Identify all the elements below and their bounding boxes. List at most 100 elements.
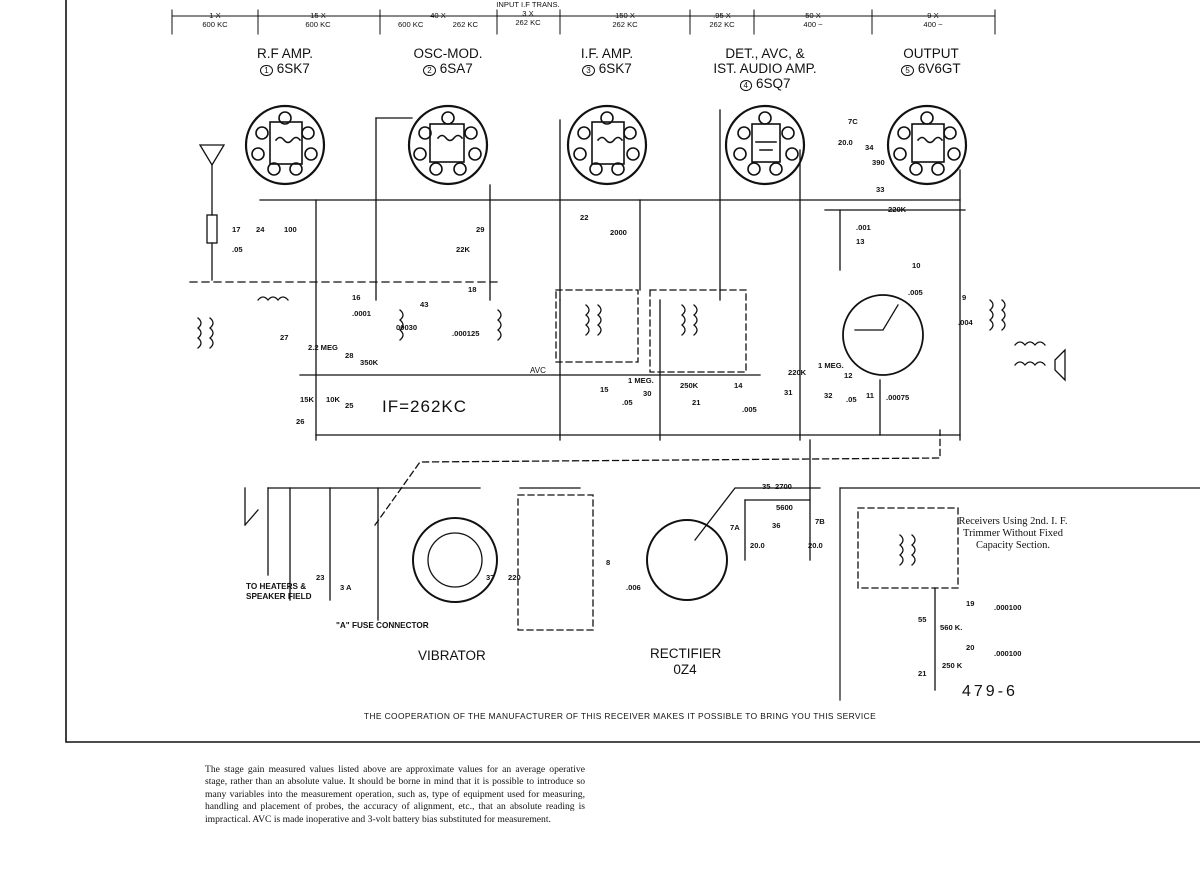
svg-text:560 K.: 560 K.	[940, 623, 962, 632]
svg-text:.05: .05	[232, 245, 243, 254]
component-label-9: 9	[962, 293, 966, 302]
component-label-21b: 21	[918, 669, 927, 678]
svg-text:20.0: 20.0	[750, 541, 765, 550]
svg-text:100: 100	[284, 225, 297, 234]
gain-value: 9 X	[927, 11, 939, 20]
svg-text:.001: .001	[856, 223, 872, 232]
gain-frequency: 262 KC	[515, 18, 541, 27]
component-label-27: 27	[280, 333, 288, 342]
svg-text:2700: 2700	[775, 482, 792, 491]
tube-5-symbol	[886, 104, 968, 186]
receivers-note: Receivers Using 2nd. I. F. Trimmer Witho…	[958, 516, 1068, 551]
stage-name: I.F. AMP.	[580, 46, 634, 61]
stage-tube: 6SK7	[598, 61, 632, 76]
tube-2-symbol	[407, 104, 489, 186]
gain-item-5: 150 X 262 KC	[585, 11, 665, 29]
svg-text:.05: .05	[846, 395, 857, 404]
vibrator-label: VIBRATOR	[418, 648, 486, 663]
stage-tube: 6SK7	[276, 61, 310, 76]
component-label-33: 33	[876, 185, 884, 194]
rectifier-tube: 0Z4	[673, 662, 697, 677]
svg-text:.00075: .00075	[886, 393, 910, 402]
gain-value: INPUT I.F TRANS.	[496, 0, 560, 9]
svg-text:350K: 350K	[360, 358, 379, 367]
gain-frequency: 262 KC	[709, 20, 735, 29]
svg-text:.004: .004	[958, 318, 974, 327]
gain-value: .95 X	[713, 11, 731, 20]
gain-item-1: 1 X 600 KC	[175, 11, 255, 29]
component-label-8: 8	[606, 558, 610, 567]
stage-number: 4	[739, 80, 752, 91]
svg-text:10K: 10K	[326, 395, 340, 404]
svg-text:.0001: .0001	[352, 309, 372, 318]
component-label-7A: 7A	[730, 523, 740, 532]
svg-text:.000100: .000100	[994, 649, 1021, 658]
svg-text:.005: .005	[742, 405, 758, 414]
svg-text:220: 220	[508, 573, 521, 582]
gain-item-4: INPUT I.F TRANS. 3 X 262 KC	[488, 0, 568, 27]
component-label-17: 17	[232, 225, 240, 234]
if-frequency-label: IF=262KC	[382, 397, 468, 416]
component-label-43: 43	[420, 300, 428, 309]
svg-text:.05: .05	[622, 398, 633, 407]
stage-name: OUTPUT	[903, 46, 959, 61]
gain-frequency: 400 ~	[923, 20, 943, 29]
component-label-14: 14	[734, 381, 743, 390]
svg-text:220K: 220K	[788, 368, 807, 377]
stage-tube: 6SQ7	[755, 76, 791, 91]
stage-number: 5	[901, 65, 914, 76]
credit-line: THE COOPERATION OF THE MANUFACTURER OF T…	[363, 711, 877, 721]
component-label-32: 32	[824, 391, 832, 400]
svg-text:390: 390	[872, 158, 885, 167]
svg-text:250K: 250K	[680, 381, 699, 390]
stage-name: R.F AMP.	[256, 46, 314, 61]
svg-text:3 A: 3 A	[340, 583, 352, 592]
stage-name-2: IST. AUDIO AMP.	[713, 61, 817, 76]
component-label-22: 22	[580, 213, 588, 222]
component-label-30: 30	[643, 389, 651, 398]
gain-frequency: 262 KC	[612, 20, 638, 29]
heaters-label: TO HEATERS & SPEAKER FIELD	[246, 582, 312, 601]
component-label-7B: 7B	[815, 517, 825, 526]
component-label-10: 10	[912, 261, 920, 270]
component-label-7C: 7C	[848, 117, 858, 126]
svg-text:5600: 5600	[776, 503, 793, 512]
frame-border	[65, 0, 1200, 743]
component-label-15: 15	[600, 385, 609, 394]
component-label-13: 13	[856, 237, 864, 246]
rectifier-name: RECTIFIER	[650, 646, 722, 661]
component-label-12: 12	[844, 371, 852, 380]
gain-value: 15 X	[310, 11, 326, 20]
svg-text:15K: 15K	[300, 395, 314, 404]
stage-number: 3	[582, 65, 595, 76]
component-label-19: 19	[966, 599, 974, 608]
svg-text:2000: 2000	[610, 228, 627, 237]
gain-item-2: 15 X 600 KC	[278, 11, 358, 29]
component-label-34: 34	[865, 143, 874, 152]
component-label-31: 31	[784, 388, 793, 397]
component-label-23: 23	[316, 573, 324, 582]
gain-item-6: .95 X 262 KC	[682, 11, 762, 29]
stage-number: 1	[260, 65, 273, 76]
wiring	[189, 109, 1066, 691]
component-label-24: 24	[256, 225, 265, 234]
component-label-36: 36	[772, 521, 780, 530]
svg-text:.006: .006	[626, 583, 641, 592]
component-label-11: 11	[866, 391, 875, 400]
gain-frequency: 400 ~	[803, 20, 823, 29]
component-label-18: 18	[468, 285, 476, 294]
svg-text:2.2 MEG: 2.2 MEG	[308, 343, 338, 352]
component-label-55: 55	[918, 615, 927, 624]
gain-frequency: 600 KC	[398, 20, 424, 29]
gain-frequency: 600 KC	[305, 20, 331, 29]
component-label-37: 37	[486, 573, 494, 582]
gain-item-3: 40 X 600 KC 262 KC	[398, 11, 478, 29]
svg-text:20.0: 20.0	[838, 138, 853, 147]
component-label-28: 28	[345, 351, 353, 360]
svg-text:1 MEG.: 1 MEG.	[628, 376, 654, 385]
svg-text:AVC: AVC	[530, 366, 546, 375]
gain-value: 1 X	[209, 11, 221, 20]
